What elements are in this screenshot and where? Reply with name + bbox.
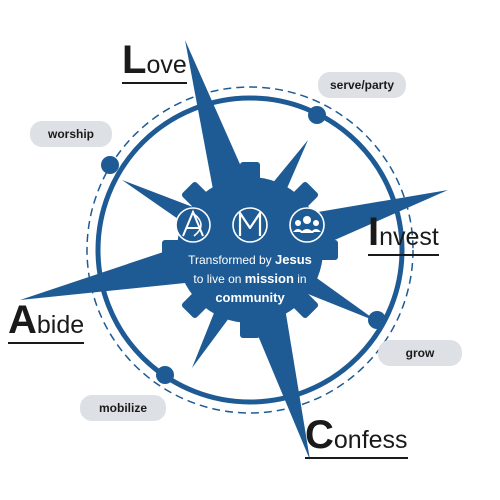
center-line-1-strong: Jesus [275, 252, 312, 267]
label-confess: Confess [305, 415, 408, 459]
pill-grow: grow [378, 340, 462, 366]
label-invest: Invest [368, 212, 439, 256]
center-line-3-strong: community [215, 290, 285, 305]
label-invest-rest: nvest [379, 223, 439, 251]
label-invest-initial: I [368, 210, 380, 254]
ring-bead-bottom-left [156, 366, 174, 384]
center-line-2-strong: mission [244, 271, 294, 286]
label-love-rest: ove [146, 51, 187, 79]
center-line-3: community [150, 290, 350, 306]
center-line-2-suffix: in [297, 272, 307, 286]
center-line-1-prefix: Transformed by [188, 253, 272, 267]
mission-monogram-icon [232, 207, 268, 243]
pill-serve-party: serve/party [318, 72, 406, 98]
abide-monogram-icon [175, 207, 211, 243]
label-love-initial: L [122, 38, 147, 82]
main-ring [95, 95, 405, 405]
label-confess-initial: C [305, 413, 334, 457]
label-abide: Abide [8, 298, 85, 344]
label-abide-initial: A [8, 298, 37, 342]
community-people-icon [289, 207, 325, 243]
center-line-1: Transformed by Jesus [150, 252, 350, 268]
label-confess-rest: onfess [333, 426, 408, 454]
outer-dashed-ring [86, 86, 414, 414]
label-abide-rest: bide [36, 311, 85, 339]
center-gear [162, 162, 338, 338]
label-love: Love [122, 40, 187, 84]
ring-bead-left [101, 156, 119, 174]
center-line-2-prefix: to live on [193, 272, 242, 286]
ring-bead-right [368, 311, 386, 329]
center-line-2: to live on mission in [150, 271, 350, 287]
ring-bead-top-right [308, 106, 326, 124]
pill-worship: worship [30, 121, 112, 147]
pill-mobilize: mobilize [80, 395, 166, 421]
